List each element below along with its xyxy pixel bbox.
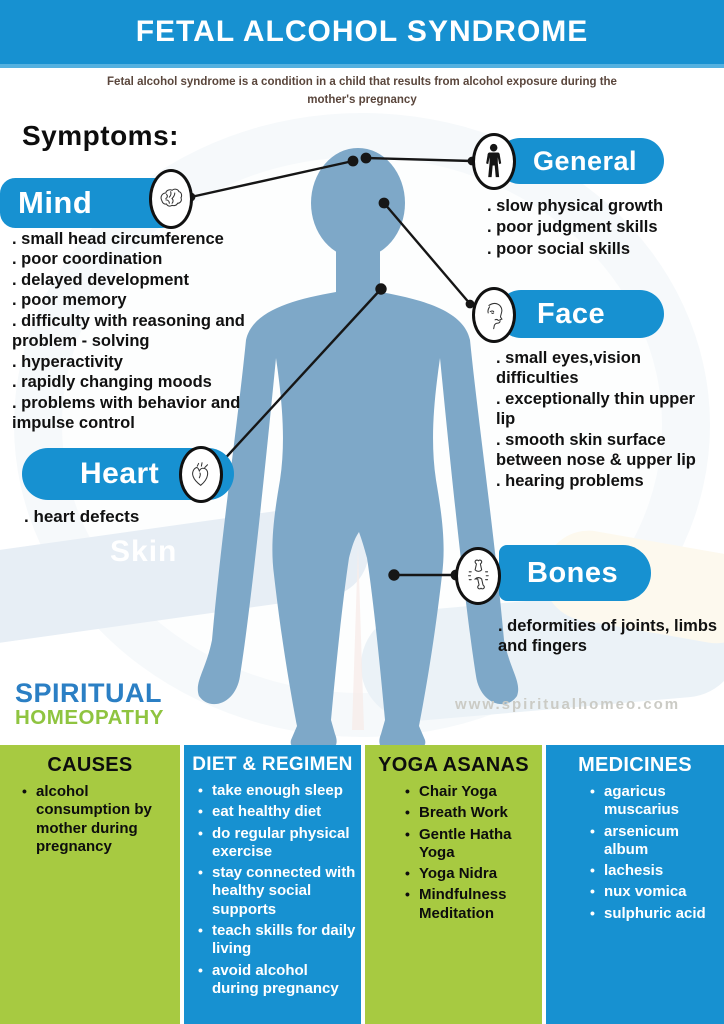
list-item: stay connected with healthy social suppo… [198,864,357,919]
bones-label: Bones [527,556,619,589]
list-item: problems with behavior and impulse contr… [12,393,262,434]
mind-symptom-list: small head circumferencepoor coordinatio… [12,229,262,434]
general-label: General [533,145,638,176]
face-pill: Face [497,290,664,338]
list-item: smooth skin surface between nose & upper… [496,430,712,471]
list-item: teach skills for daily living [198,922,357,959]
list-item: heart defects [24,506,264,527]
list-item: small head circumference [12,229,262,249]
heart-symptom-list: heart defects [24,506,264,527]
list-item: difficulty with reasoning and problem - … [12,311,262,352]
title-banner: FETAL ALCOHOL SYNDROME [0,0,724,68]
list-item: Mindfulness Meditation [405,886,536,923]
list-item: avoid alcohol during pregnancy [198,962,357,999]
bottom-sections: CAUSES alcohol consumption by mother dur… [0,745,724,1024]
list-item: exceptionally thin upper lip [496,389,712,430]
diet-regimen-section: DIET & REGIMEN take enough sleep eat heal… [183,745,361,1024]
list-item: poor coordination [12,249,262,269]
list-item: poor social skills [487,239,717,260]
page-title: FETAL ALCOHOL SYNDROME [135,15,589,48]
list-item: take enough sleep [198,782,357,800]
diet-regimen-list: take enough sleep eat healthy diet do regu… [184,782,361,998]
list-item: slow physical growth [487,196,717,217]
medicines-section: MEDICINES agaricus muscariusarsenicum al… [545,745,724,1024]
face-profile-icon [472,287,516,343]
brand-logo: SPIRITUAL HOMEOPATHY [15,678,164,729]
diet-regimen-title: DIET & REGIMEN [192,754,353,775]
medicines-list: agaricus muscariusarsenicum album lachesi… [546,783,724,923]
brand-name-homeopathy: HOMEOPATHY [15,705,164,729]
heart-label: Heart [80,457,160,490]
bone-joint-icon [455,547,501,605]
causes-section: CAUSES alcohol consumption by mother dur… [0,745,180,1024]
page-subtitle: Fetal alcohol syndrome is a condition in… [107,76,617,106]
list-item: nux vomica [590,883,718,901]
anatomical-heart-icon [179,446,223,503]
yoga-asanas-section: YOGA ASANAS Chair YogaBreath WorkGentle … [364,745,542,1024]
face-label: Face [537,297,606,330]
list-item: small eyes,vision difficulties [496,348,712,389]
list-item: alcohol consumption by mother during pre… [22,783,172,856]
list-item: Chair Yoga [405,783,536,801]
list-item: poor judgment skills [487,217,717,238]
symptoms-heading: Symptoms: [22,120,179,151]
list-item: do regular physical exercise [198,825,357,862]
causes-title: CAUSES [47,754,133,776]
list-item: arsenicum album [590,823,718,860]
list-item: hearing problems [496,471,712,491]
list-item: delayed development [12,270,262,290]
list-item: poor memory [12,290,262,310]
brand-name-spiritual: SPIRITUAL [15,678,163,708]
list-item: Gentle Hatha Yoga [405,826,536,863]
list-item: sulphuric acid [590,905,718,923]
list-item: eat healthy diet [198,803,357,821]
list-item: lachesis [590,862,718,880]
medicines-title: MEDICINES [578,754,692,776]
general-symptom-list: slow physical growthpoor judgment skills… [487,196,717,260]
website-url: www.spiritualhomeo.com [455,696,681,713]
list-item: hyperactivity [12,352,262,372]
causes-list: alcohol consumption by mother during pre… [0,783,180,856]
face-symptom-list: small eyes,vision difficultiesexceptiona… [496,348,712,491]
human-figure-icon [472,133,516,190]
list-item: rapidly changing moods [12,372,262,392]
mind-label: Mind [18,185,93,220]
bones-pill: Bones [499,545,651,601]
bones-symptom-list: deformities of joints, limbs and fingers [498,616,718,657]
yoga-asanas-title: YOGA ASANAS [378,754,529,776]
list-item: Breath Work [405,804,536,822]
list-item: deformities of joints, limbs and fingers [498,616,718,657]
list-item: Yoga Nidra [405,865,536,883]
skin-watermark-label: Skin [110,535,178,568]
yoga-asanas-list: Chair YogaBreath WorkGentle Hatha YogaYo… [365,783,542,923]
face-connector [383,202,472,306]
mind-connector [190,159,354,199]
general-pill: General [497,138,664,184]
list-item: agaricus muscarius [590,783,718,820]
general-connector [365,156,473,163]
brain-icon [149,169,193,229]
